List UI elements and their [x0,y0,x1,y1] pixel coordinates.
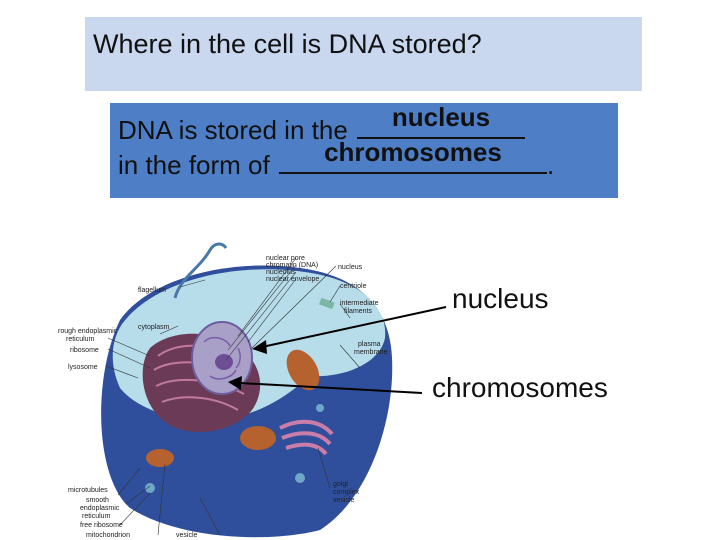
blank-nucleus: nucleus [357,102,525,139]
label-centriole: centriole [340,283,367,290]
label-golgi: golgi [333,481,348,488]
label-mitochondrion: mitochondrion [86,532,130,539]
label-free-ribosome: free ribosome [80,522,123,529]
answer-period: . [546,150,555,180]
blank-answer-chromosomes: chromosomes [324,137,502,167]
answer-line-1: DNA is stored in the nucleus [118,102,618,148]
question-box: Where in the cell is DNA stored? [85,17,642,91]
label-vesicle-bottom: vesicle [176,532,198,539]
label-smooth: smooth [86,497,109,504]
label-filaments: filaments [344,308,373,315]
label-vesicle-right: vesicle [333,497,355,504]
label-nuclear-pore: nuclear pore [266,255,305,262]
label-nucleolus: nucleolus [266,269,296,276]
answer-box: DNA is stored in the nucleus in the form… [110,102,618,198]
label-endoplasmic: endoplasmic [80,505,120,512]
label-rough-er-2: reticulum [66,336,95,343]
callout-chromosomes: chromosomes [432,372,608,403]
label-rough-er-1: rough endoplasmic [58,328,118,335]
answer-prefix-1: DNA is stored in the [118,115,355,145]
label-reticulum: reticulum [82,513,111,520]
label-complex: complex [333,489,360,496]
label-lysosome: lysosome [68,364,98,371]
label-flagellum: flagellum [138,287,166,294]
blank-answer-nucleus: nucleus [391,102,491,132]
blank-chromosomes: chromosomes [278,137,547,174]
golgi-shape [279,419,334,456]
label-nucleus: nucleus [338,264,363,271]
animal-cell-diagram: nuclear pore chromatin (DNA) nucleolus n… [58,242,447,539]
answer-line-2: in the form of chromosomes. [118,137,618,183]
label-cytoplasm: cytoplasm [138,324,170,331]
chromatin-shape [203,336,241,380]
mitochondrion-shape [286,349,320,391]
nucleolus-shape [215,354,233,370]
label-chromatin: chromatin (DNA) [266,262,318,269]
label-nuclear-envelope: nuclear envelope [266,276,319,283]
callout-arrows [228,306,447,394]
label-microtubules: microtubules [68,487,108,494]
label-intermediate: intermediate [340,300,379,307]
answer-prefix-2: in the form of [118,150,277,180]
label-membrane: membrane [354,349,388,356]
label-plasma: plasma [358,341,381,348]
flagellum-shape [173,242,228,299]
label-ribosome: ribosome [70,347,99,354]
question-text: Where in the cell is DNA stored? [93,29,482,59]
callout-nucleus: nucleus [452,283,549,314]
